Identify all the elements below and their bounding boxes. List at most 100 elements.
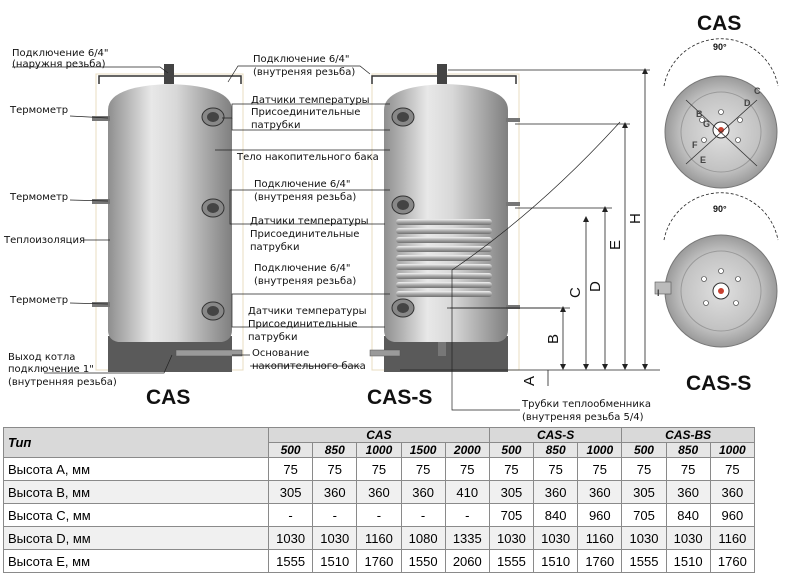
- cas-s-tank: [369, 64, 520, 372]
- table-cell: -: [267, 503, 314, 527]
- table-size-header: 850: [665, 442, 711, 458]
- label-boiler-out-thread: (внутренняя резьба): [8, 377, 117, 388]
- table-row-label: Высота А, мм: [3, 457, 269, 481]
- table-size-header: 1000: [577, 442, 623, 458]
- table-row-label: Высота B, мм: [3, 480, 269, 504]
- table-cell: 1030: [665, 526, 711, 550]
- label-conn-internal-bottom: Подключение 6/4": [254, 263, 351, 274]
- label-thermometer-bottom: Термометр: [9, 295, 68, 306]
- label-heat-exchanger-thread: (внутреняя резьба 5/4): [522, 412, 644, 423]
- table-cell: 75: [444, 457, 490, 481]
- dim-c: C: [567, 287, 584, 298]
- table-cell: 1760: [356, 549, 402, 573]
- label-pipes-bottom: Присоединительные: [248, 319, 357, 330]
- label-conn-internal-mid: Подключение 6/4": [254, 179, 351, 190]
- label-thermometer-top: Термометр: [9, 105, 68, 116]
- table-cell: -: [444, 503, 490, 527]
- table-cell: 75: [356, 457, 402, 481]
- table-cell: 1510: [665, 549, 711, 573]
- label-thermometer-mid: Термометр: [9, 192, 68, 203]
- circle-letter-g: G: [703, 119, 710, 129]
- label-pipes-top-2: патрубки: [251, 120, 300, 131]
- circle-letter-e: E: [700, 155, 706, 165]
- label-heat-exchanger: Трубки теплообменника: [521, 399, 651, 410]
- table-size-header: 1000: [356, 442, 402, 458]
- table-row-label: Высота D, мм: [3, 526, 269, 550]
- circle-letter-c: C: [754, 86, 761, 96]
- dim-b: B: [545, 334, 562, 344]
- label-pipes-bottom-2: патрубки: [248, 332, 297, 343]
- table-cell: 1160: [577, 526, 623, 550]
- table-cell: 840: [665, 503, 711, 527]
- table-cell: 1760: [577, 549, 623, 573]
- table-cell: 305: [267, 480, 314, 504]
- table-cell: 960: [577, 503, 623, 527]
- table-group-header: CAS: [268, 427, 490, 443]
- table-group-header: CAS-S: [488, 427, 623, 443]
- heat-exchanger-coil: [396, 219, 492, 297]
- table-cell: 360: [709, 480, 756, 504]
- title-top-view-cas: CAS: [697, 12, 741, 35]
- table-type-header: Тип: [3, 427, 269, 458]
- table-cell: -: [356, 503, 402, 527]
- table-cell: 705: [488, 503, 535, 527]
- label-boiler-out: Выход котла: [8, 352, 75, 363]
- table-row-label: Высота C, мм: [3, 503, 269, 527]
- table-cell: 1030: [488, 526, 535, 550]
- top-view-cas-s: 90° I: [654, 192, 779, 348]
- table-cell: 75: [621, 457, 667, 481]
- table-size-header: 1500: [400, 442, 446, 458]
- circle2-letter-i: I: [657, 288, 660, 298]
- label-base-2: накопительного бака: [252, 361, 366, 372]
- table-cell: 1160: [356, 526, 402, 550]
- table-cell: 1555: [488, 549, 535, 573]
- table-size-header: 1000: [709, 442, 756, 458]
- label-conn-external: Подключение 6/4": [12, 48, 109, 59]
- table-cell: 1335: [444, 526, 490, 550]
- title-top-view-cas-s: CAS-S: [686, 372, 751, 395]
- label-tank-body: Тело накопительного бака: [236, 152, 379, 163]
- dim-e: E: [607, 240, 624, 250]
- label-conn-internal-top-thread: (внутреняя резьба): [253, 67, 355, 78]
- leader-lines: [12, 65, 621, 411]
- label-sensors-mid: Датчики температуры: [250, 216, 369, 227]
- table-cell: 360: [577, 480, 623, 504]
- table-cell: 75: [665, 457, 711, 481]
- table-cell: 1030: [267, 526, 314, 550]
- table-cell: 410: [444, 480, 490, 504]
- table-cell: 1550: [400, 549, 446, 573]
- table-cell: 1760: [709, 549, 756, 573]
- label-conn-external-thread: (наружня резьба): [12, 59, 106, 70]
- cas-tank: [92, 64, 244, 372]
- table-cell: 75: [709, 457, 756, 481]
- table-cell: 360: [400, 480, 446, 504]
- table-cell: 1555: [621, 549, 667, 573]
- table-cell: 705: [621, 503, 667, 527]
- table-cell: 840: [533, 503, 579, 527]
- table-cell: 1510: [312, 549, 358, 573]
- table-group-header: CAS-BS: [621, 427, 755, 443]
- angle-label-cas-s: 90°: [713, 204, 727, 214]
- table-cell: 1510: [533, 549, 579, 573]
- table-cell: 960: [709, 503, 756, 527]
- label-conn-internal-top: Подключение 6/4": [253, 54, 350, 65]
- circle-letter-b: B: [696, 109, 703, 119]
- table-size-header: 850: [312, 442, 358, 458]
- table-size-header: 500: [488, 442, 535, 458]
- label-pipes-top: Присоединительные: [251, 107, 360, 118]
- table-cell: 1080: [400, 526, 446, 550]
- table-cell: 75: [312, 457, 358, 481]
- dim-a: A: [521, 376, 538, 386]
- angle-label-cas: 90°: [713, 42, 727, 52]
- table-cell: 360: [533, 480, 579, 504]
- table-cell: 1030: [312, 526, 358, 550]
- table-cell: 75: [400, 457, 446, 481]
- circle-letter-d: D: [744, 98, 751, 108]
- table-cell: 1030: [533, 526, 579, 550]
- label-pipes-mid: Присоединительные: [250, 229, 359, 240]
